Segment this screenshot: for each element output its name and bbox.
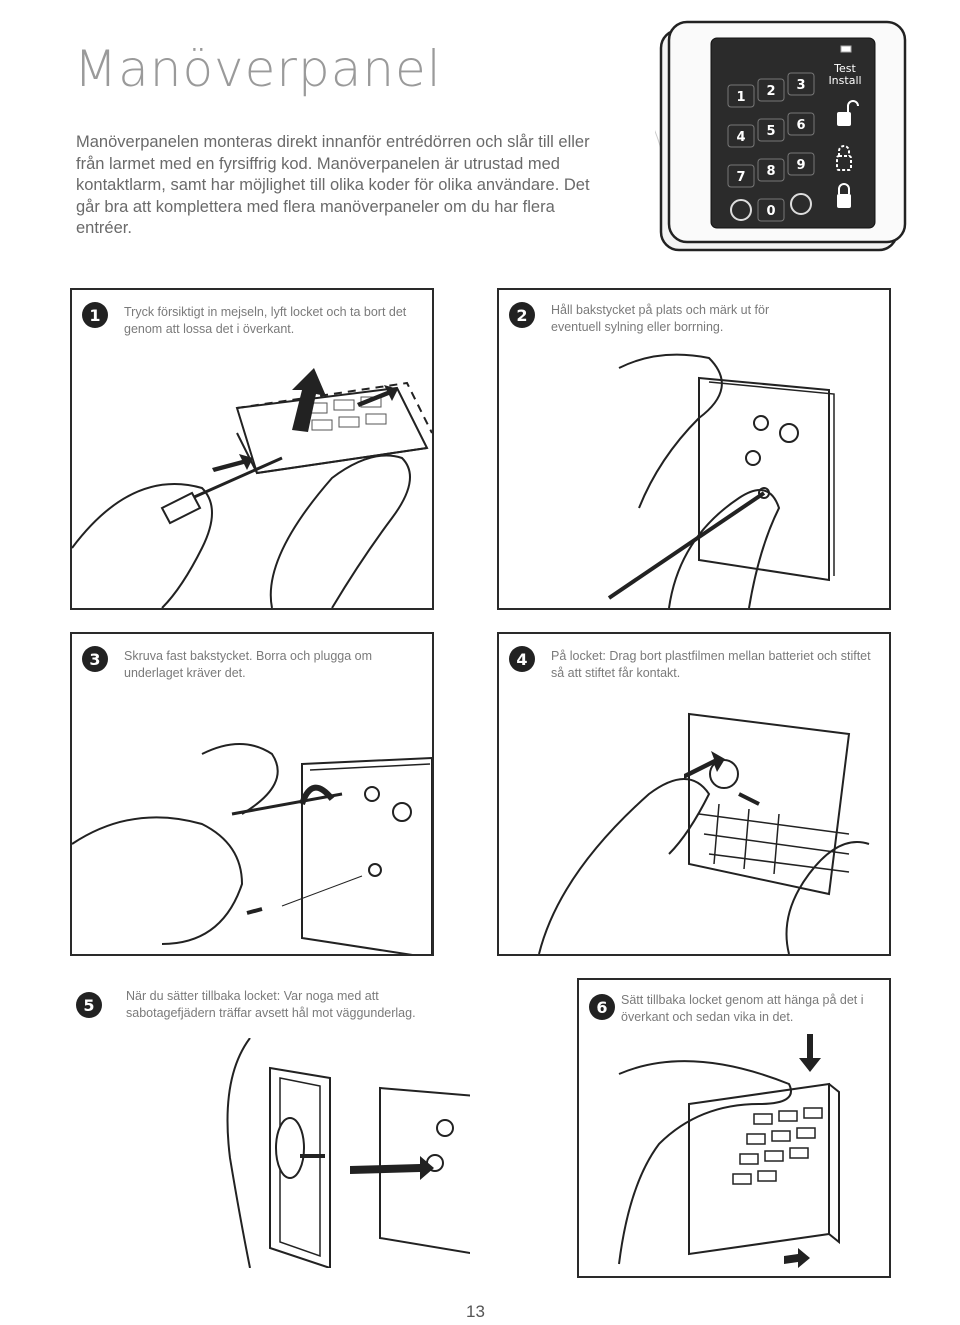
holding-hand [618, 353, 723, 509]
right-hand [269, 454, 411, 608]
keypad-key-3 [787, 72, 815, 96]
left-hand [538, 778, 711, 954]
pull-arrow-icon [684, 751, 725, 779]
right-arrow-icon [357, 385, 398, 407]
left-hand [72, 483, 213, 608]
keypad-key-label: 1 [736, 90, 745, 105]
step-instruction: Skruva fast bakstycket. Borra och plugga… [124, 649, 373, 680]
partial-lock-icon [836, 145, 852, 171]
step-number: 3 [82, 646, 108, 672]
step-3-panel: 3 Skruva fast bakstycket. Borra och plug… [70, 632, 434, 956]
keypad-key-label: 6 [796, 118, 805, 133]
keypad-install-label: Install [828, 74, 861, 87]
step-2-panel: 2 Håll bakstycket på plats och märk ut f… [497, 288, 891, 610]
keypad-key-5 [757, 118, 785, 142]
step-instruction: På locket: Drag bort plastfilmen mellan … [551, 649, 871, 680]
keypad-key-9 [787, 152, 815, 176]
keypad-key-6 [787, 112, 815, 136]
push-arrow-icon [212, 454, 253, 472]
right-arrow-icon [784, 1248, 810, 1268]
keypad-key-label: 7 [736, 170, 745, 185]
keypad-key-label: 5 [766, 124, 775, 139]
keypad-key-8 [757, 158, 785, 182]
page-number: 13 [466, 1302, 485, 1321]
step-number: 4 [509, 646, 535, 672]
mark-holes-illustration [607, 353, 835, 608]
step-instruction: Tryck försiktigt in mejseln, lyft locket… [124, 305, 407, 336]
screw-backplate-illustration [72, 743, 432, 954]
rotate-arrow-icon [299, 784, 335, 806]
step-number: 5 [76, 992, 102, 1018]
drawing-hand [668, 489, 781, 608]
down-arrow-icon [799, 1034, 821, 1072]
keypad-key-label: 0 [766, 204, 775, 219]
screw-icon [246, 907, 263, 915]
keypad-key-label: 3 [796, 78, 805, 93]
pressing-hand [618, 1060, 792, 1265]
up-arrow-icon [292, 368, 326, 432]
fingerprint-icon [790, 193, 812, 215]
remove-cover-illustration [72, 368, 432, 608]
page-title: Manöverpanel [74, 40, 442, 98]
lock-icon [837, 183, 851, 208]
spring-icon [738, 792, 760, 806]
step-instruction: När du sätter tillbaka locket: Var noga … [126, 989, 416, 1020]
reattach-cover-illustration [618, 1034, 840, 1268]
right-hand [785, 841, 870, 954]
fingerprint-icon [730, 199, 752, 221]
insert-arrow-icon [350, 1156, 434, 1180]
step-5-panel: 5 När du sätter tillbaka locket: Var nog… [70, 978, 470, 1268]
step-4-panel: 4 På locket: Drag bort plastfilmen mella… [497, 632, 891, 956]
keypad-key-1 [727, 84, 755, 108]
keypad-key-label: 2 [766, 84, 775, 99]
keypad-key-0 [757, 198, 785, 222]
keypad-key-label: 4 [736, 130, 745, 145]
keypad-key-label: 9 [796, 158, 805, 173]
keypad-key-4 [727, 124, 755, 148]
holding-hand [226, 1038, 251, 1268]
intro-text: Manöverpanelen monteras direkt innanför … [76, 133, 590, 237]
keypad-key-7 [727, 164, 755, 188]
tamper-spring-illustration [226, 1038, 470, 1268]
step-instruction: Håll bakstycket på plats och märk ut för… [551, 303, 770, 334]
step-1-panel: 1 Tryck försiktigt in mejseln, lyft lock… [70, 288, 434, 610]
step-instruction: Sätt tillbaka locket genom att hänga på … [621, 993, 864, 1024]
keypad-key-2 [757, 78, 785, 102]
left-hand [72, 816, 244, 945]
keypad-test-label: Test [833, 62, 856, 75]
unlock-icon [837, 100, 859, 126]
step-number: 6 [589, 994, 615, 1020]
battery-film-illustration [538, 712, 870, 954]
right-hand [201, 743, 279, 815]
step-number: 1 [82, 302, 108, 328]
keyhole-icon [753, 415, 769, 431]
keypad-illustration: 1 2 3 4 5 6 7 8 9 0 Test Install [594, 8, 915, 258]
step-number: 2 [509, 302, 535, 328]
step-6-panel: 6 Sätt tillbaka locket genom att hänga p… [577, 978, 891, 1278]
pencil-icon [607, 491, 766, 600]
screwdriver-icon [160, 491, 202, 525]
keypad-key-label: 8 [766, 164, 775, 179]
